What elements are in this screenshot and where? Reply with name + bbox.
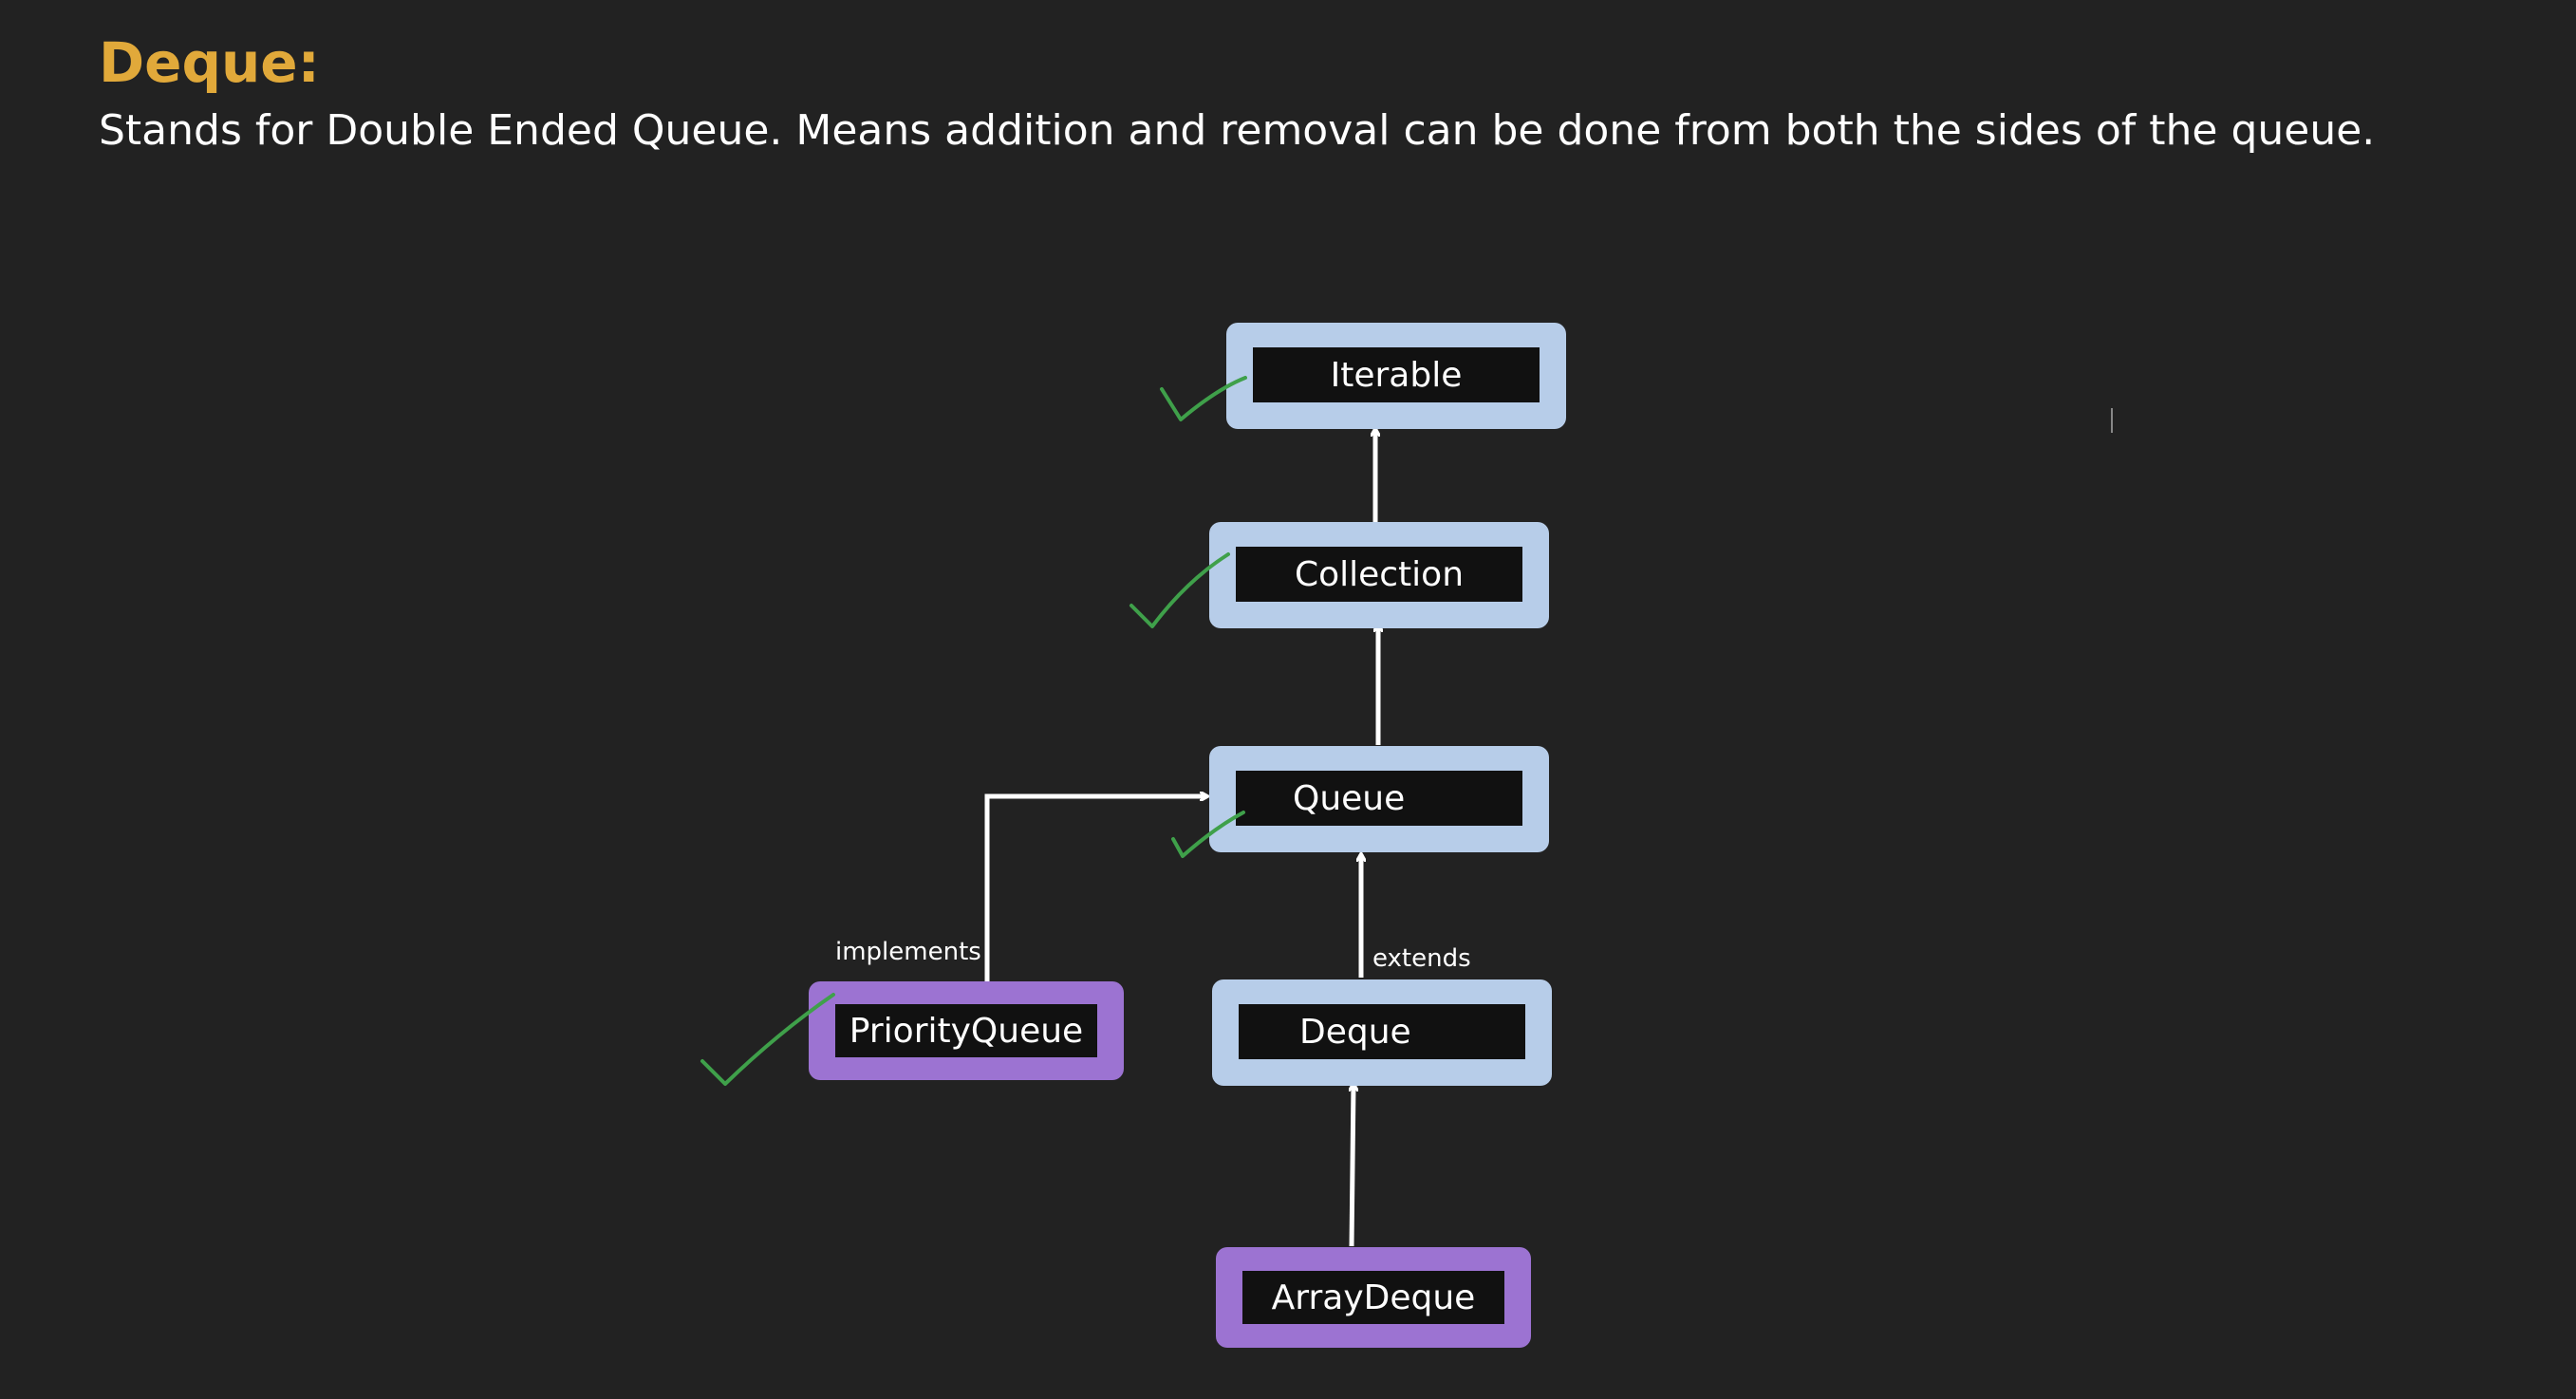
check-mark-icon-priorityqueue <box>700 993 835 1086</box>
node-queue: Queue <box>1209 746 1549 852</box>
check-mark-icon-iterable <box>1160 376 1247 421</box>
page-title: Deque: <box>99 30 320 95</box>
edge-label-extends: extends <box>1372 944 1471 973</box>
arrow-priorityqueue-to-queue <box>984 796 1207 981</box>
node-arraydeque: ArrayDeque <box>1216 1247 1531 1348</box>
node-deque: Deque <box>1212 979 1552 1086</box>
node-arraydeque-label: ArrayDeque <box>1242 1271 1504 1324</box>
check-mark-icon-collection <box>1129 552 1230 628</box>
node-collection-label: Collection <box>1236 547 1522 602</box>
node-priorityqueue-label: PriorityQueue <box>835 1004 1097 1057</box>
node-iterable-label: Iterable <box>1253 347 1540 402</box>
node-deque-label: Deque <box>1239 1004 1525 1059</box>
node-collection: Collection <box>1209 522 1549 628</box>
node-priorityqueue: PriorityQueue <box>809 981 1124 1080</box>
node-iterable: Iterable <box>1226 323 1566 429</box>
node-queue-label: Queue <box>1236 771 1522 826</box>
check-mark-icon-queue <box>1171 811 1245 858</box>
edge-label-implements: implements <box>835 938 981 966</box>
arrow-arraydeque-to-deque <box>1352 1084 1353 1247</box>
page-description: Stands for Double Ended Queue. Means add… <box>99 106 2376 155</box>
text-cursor <box>2111 408 2113 433</box>
